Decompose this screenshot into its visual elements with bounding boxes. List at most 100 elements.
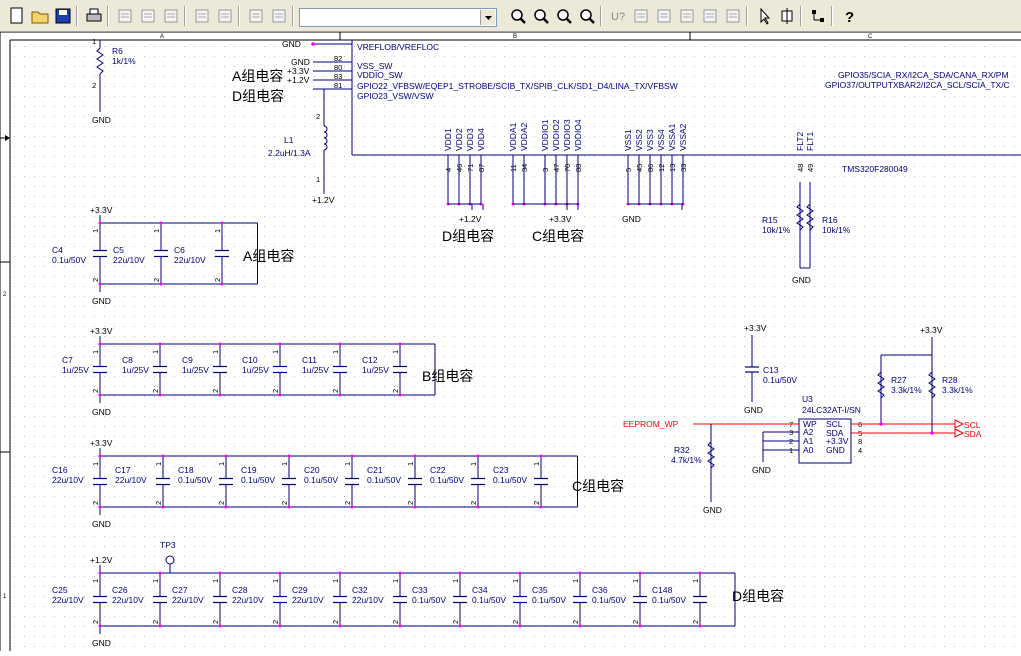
pin-name-vss-sw: VSS_SW — [357, 61, 392, 71]
svg-text:?: ? — [845, 9, 854, 26]
help-icon[interactable]: ? — [838, 5, 860, 27]
zoom-fit-icon[interactable] — [576, 5, 598, 27]
resistors-r15-r16[interactable]: R15 10k/1% R16 10k/1% GND — [762, 182, 851, 285]
schematic-canvas[interactable]: A B C 2 1 TMS320F280049 GPIO35/SCIA_RX/I… — [0, 31, 1021, 651]
c13-ref: C13 — [763, 365, 779, 375]
ic-tms320f280049[interactable]: TMS320F280049 GPIO35/SCIA_RX/I2CA_SDA/CA… — [232, 39, 1021, 174]
place-part-icon[interactable] — [776, 5, 798, 27]
window2-icon[interactable] — [268, 5, 290, 27]
scl-net: SCL — [964, 420, 981, 430]
cap-value: 22u/10V — [52, 475, 84, 485]
vdd-pin-name: VDD4 — [476, 128, 486, 151]
pin-num-80: 80 — [334, 63, 342, 72]
cap-ref: C5 — [113, 245, 124, 255]
vdd-pin-name: VDD2 — [454, 128, 464, 151]
print-icon[interactable] — [83, 5, 105, 27]
doc-icon[interactable] — [653, 5, 675, 27]
cap-ref: C8 — [122, 355, 133, 365]
inductor-l1[interactable]: L1 2.2uH/1.3A 2 1 +1.2V — [268, 112, 335, 205]
net-33-80: +3.3V — [287, 66, 310, 76]
eeprom-section[interactable]: +3.3V C13 0.1u/50V GND U3 24LC32AT-I/SN … — [623, 323, 982, 515]
cap-pin1: 1 — [152, 229, 161, 233]
vref-net: GND — [282, 39, 301, 49]
cap-pin2: 2 — [91, 620, 100, 624]
paste-icon[interactable] — [160, 5, 182, 27]
grp-a-label: A组电容 — [243, 248, 294, 264]
vss-pin-num: 13 — [668, 164, 677, 172]
chevron-down-icon[interactable] — [480, 10, 495, 25]
pin-name-gpio23: GPIO23_VSW/VSW — [357, 91, 434, 101]
vss-pin-name: VSSA1 — [667, 123, 677, 151]
cap-pin1: 1 — [151, 579, 160, 583]
r6-ref: R6 — [112, 46, 123, 56]
window-icon[interactable] — [245, 5, 267, 27]
zoom-area-icon[interactable] — [553, 5, 575, 27]
list-icon[interactable] — [722, 5, 744, 27]
doc2-icon[interactable] — [676, 5, 698, 27]
grp-c-net: +3.3V — [90, 438, 113, 448]
grp-b-net: +3.3V — [90, 326, 113, 336]
vdda-pin-name: VDDA1 — [508, 122, 518, 151]
zoom-in-icon[interactable] — [507, 5, 529, 27]
cap-ref: C9 — [182, 355, 193, 365]
redo-icon[interactable] — [214, 5, 236, 27]
text-icon[interactable] — [630, 5, 652, 27]
part-combo-box[interactable] — [299, 8, 497, 27]
save-icon[interactable] — [52, 5, 74, 27]
toolbar-separator — [292, 6, 294, 26]
vddio-pin-num: 70 — [563, 164, 572, 172]
unknown-part-icon[interactable]: U? — [607, 5, 629, 27]
resistor-r6[interactable]: R6 1k/1% 1 2 GND — [92, 37, 136, 125]
cap-pin2: 2 — [691, 620, 700, 624]
doc3-icon[interactable] — [699, 5, 721, 27]
cap-pin2: 2 — [91, 501, 100, 505]
copy-icon[interactable] — [137, 5, 159, 27]
undo-icon[interactable] — [191, 5, 213, 27]
frame-col-a: A — [160, 34, 164, 40]
cap-ref: C4 — [52, 245, 63, 255]
place-wire-icon[interactable] — [807, 5, 829, 27]
r16-gnd: GND — [792, 275, 811, 285]
cap-pin2: 2 — [154, 501, 163, 505]
vss-pin-num: 12 — [657, 164, 666, 172]
cap-pin1: 1 — [343, 462, 352, 466]
u3-addr-gnd: GND — [752, 465, 771, 475]
cap-pin2: 2 — [343, 501, 352, 505]
cursor-icon[interactable] — [753, 5, 775, 27]
cap-ref: C35 — [532, 585, 548, 595]
cut-icon[interactable] — [114, 5, 136, 27]
zoom-out-icon[interactable] — [530, 5, 552, 27]
toolbar-separator — [746, 6, 748, 26]
new-file-icon[interactable] — [6, 5, 28, 27]
open-folder-icon[interactable] — [29, 5, 51, 27]
cap-ref: C11 — [302, 355, 317, 365]
